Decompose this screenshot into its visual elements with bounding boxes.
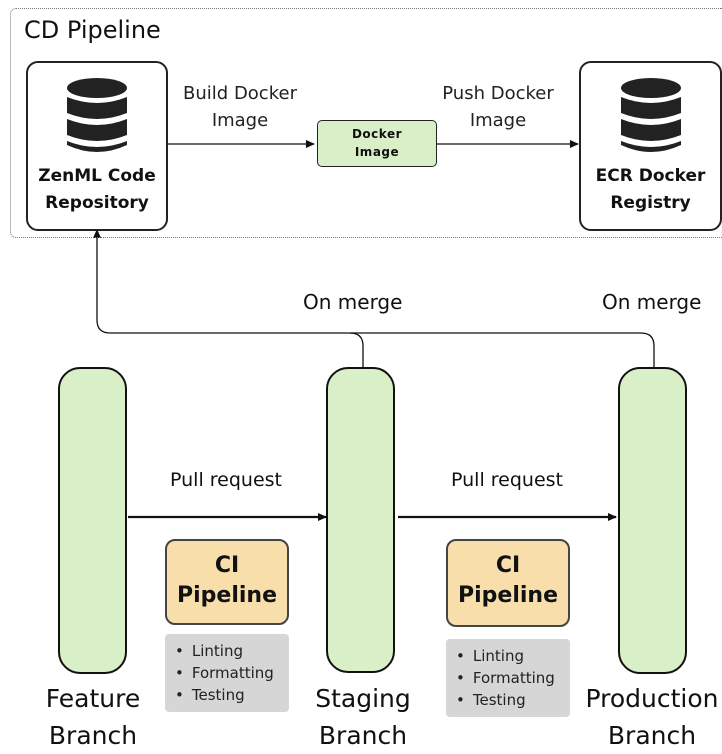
ci-step: Linting: [175, 640, 289, 662]
production-on-merge-label: On merge: [602, 290, 702, 314]
merge-arrow: [93, 229, 655, 368]
docker-image-line2: Image: [354, 145, 400, 159]
registry-label-line1: ECR Docker: [595, 166, 706, 186]
production-branch-line2: Branch: [607, 721, 697, 750]
staging-branch-line2: Branch: [318, 721, 408, 750]
cd-pipeline-frame: [10, 8, 722, 238]
ci-pipeline-1-line1: CI: [214, 553, 240, 578]
repository-label-line2: Repository: [45, 193, 149, 213]
production-branch-bar: [618, 367, 687, 674]
cd-pipeline-title: CD Pipeline: [24, 16, 161, 44]
feature-branch-bar: [58, 367, 127, 674]
staging-branch-label: Staging Branch: [278, 680, 448, 754]
feature-branch-line2: Branch: [48, 721, 138, 750]
ecr-docker-registry: ECR Docker Registry: [579, 61, 722, 231]
ci-pipeline-1-line2: Pipeline: [177, 583, 277, 608]
feature-branch-line1: Feature: [45, 684, 141, 713]
repository-label-line1: ZenML Code: [38, 166, 156, 186]
production-branch-line1: Production: [585, 684, 719, 713]
pull-request-label-1: Pull request: [170, 469, 282, 491]
staging-branch-line1: Staging: [315, 684, 411, 713]
ci-pipeline-2: CI Pipeline: [446, 539, 570, 627]
push-label-line1: Push Docker: [442, 83, 554, 104]
ci-pipeline-1: CI Pipeline: [165, 539, 289, 625]
ci-step: Formatting: [456, 667, 570, 689]
ci-step: Linting: [456, 645, 570, 667]
ci-pipeline-2-steps: Linting Formatting Testing: [446, 639, 570, 717]
zenml-code-repository: ZenML Code Repository: [26, 61, 168, 231]
build-label-line1: Build Docker: [183, 83, 297, 104]
feature-branch-label: Feature Branch: [8, 680, 178, 754]
ci-pipeline-1-steps: Linting Formatting Testing: [165, 634, 289, 712]
staging-merge-line: [349, 332, 364, 368]
pull-request-label-2: Pull request: [451, 469, 563, 491]
docker-image-line1: Docker: [351, 127, 403, 141]
staging-on-merge-label: On merge: [303, 290, 403, 314]
ci-pipeline-2-line2: Pipeline: [458, 583, 558, 608]
docker-image-node: Docker Image: [317, 120, 437, 167]
registry-label-line2: Registry: [610, 193, 691, 213]
build-label-line2: Image: [211, 110, 269, 131]
ci-step: Formatting: [175, 662, 289, 684]
build-docker-image-label: Build Docker Image: [170, 80, 310, 134]
production-branch-label: Production Branch: [567, 680, 722, 754]
push-label-line2: Image: [469, 110, 527, 131]
database-icon: [67, 78, 127, 152]
push-docker-image-label: Push Docker Image: [428, 80, 568, 134]
ci-step: Testing: [175, 684, 289, 706]
database-icon: [620, 78, 681, 152]
staging-branch-bar: [326, 367, 395, 673]
ci-step: Testing: [456, 689, 570, 711]
ci-pipeline-2-line1: CI: [495, 553, 521, 578]
